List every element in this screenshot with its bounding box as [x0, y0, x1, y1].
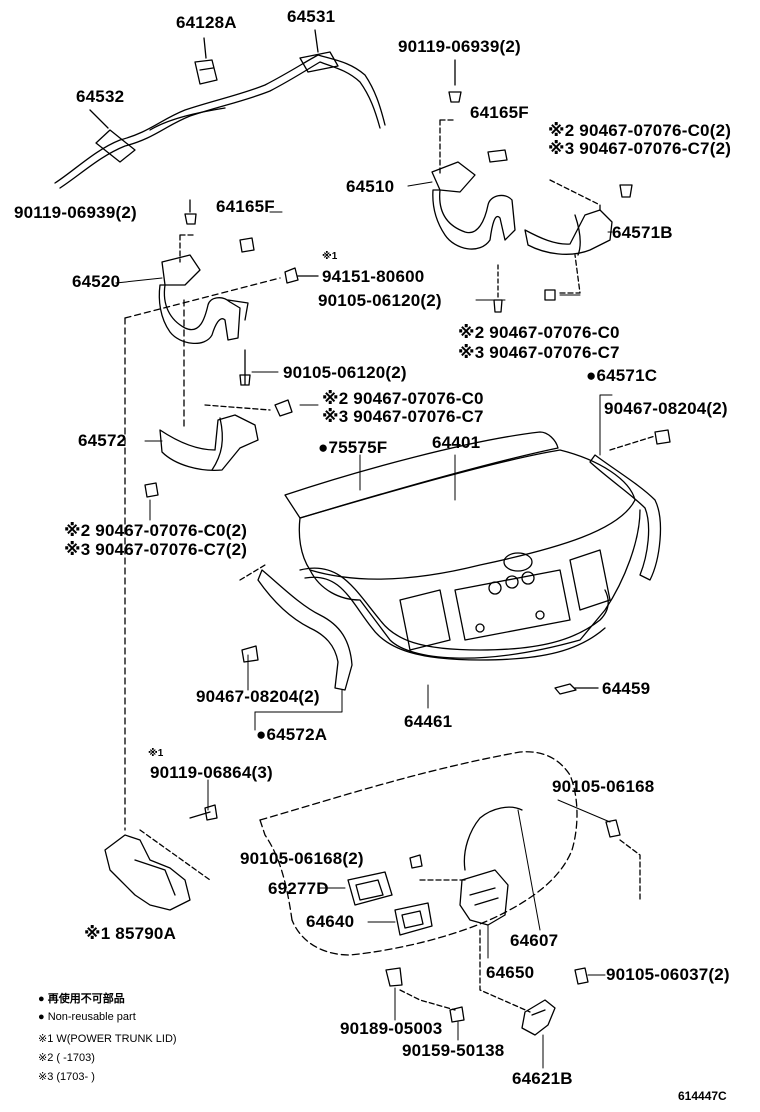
part-label-90105-06120-left: 90105-06120(2) — [283, 363, 407, 382]
leader-lines — [115, 181, 613, 1069]
part-label-64532: 64532 — [76, 87, 125, 106]
part-label-90105-06037: 90105-06037(2) — [606, 965, 730, 984]
clip-64459 — [554, 683, 577, 695]
trunk-lid-64401 — [284, 431, 641, 659]
part-label-64459: 64459 — [602, 679, 651, 698]
part-label-64572: 64572 — [78, 431, 127, 450]
bracket-64165f-top — [487, 149, 508, 163]
part-label-90467-c0-lower-left: ※2 90467-07076-C0(2) — [64, 521, 248, 540]
support-64571b — [524, 179, 633, 301]
clip-90467-08204-left — [241, 645, 259, 663]
legend-note-3: ※3 (1703- ) — [38, 1071, 95, 1083]
note-mark-1-a: ※1 — [322, 251, 338, 262]
bolt-90105-06168-left — [409, 854, 423, 869]
actuator-85790a — [104, 804, 218, 911]
lock-64650 — [459, 806, 523, 926]
part-label-90467-c7-mid-left: ※3 90467-07076-C7 — [322, 407, 484, 426]
striker-64621b — [521, 999, 556, 1036]
part-label-64640: 64640 — [306, 912, 355, 931]
legend-nonreusable-en: ● Non-reusable part — [38, 1011, 136, 1023]
clip-90159 — [449, 1006, 465, 1023]
figure-id: 614447C — [678, 1089, 727, 1103]
part-label-64572a: ●64572A — [256, 725, 328, 744]
part-label-75575f: ●75575F — [318, 438, 388, 457]
part-label-90467-08204-right: 90467-08204(2) — [604, 399, 728, 418]
part-label-64510: 64510 — [346, 177, 395, 196]
part-label-64607: 64607 — [510, 931, 559, 950]
part-label-90159-50138: 90159-50138 — [402, 1041, 505, 1060]
part-label-90105-06120-mid: 90105-06120(2) — [318, 291, 442, 310]
part-label-90105-06168-left: 90105-06168(2) — [240, 849, 364, 868]
leader — [89, 109, 109, 129]
part-label-90119-06864: 90119-06864(3) — [150, 763, 273, 782]
part-label-64461: 64461 — [404, 712, 453, 731]
part-label-64165f-top: 64165F — [470, 103, 529, 122]
cable-64532 — [54, 51, 386, 189]
part-label-69277d: 69277D — [268, 879, 329, 898]
part-label-64401: 64401 — [432, 433, 481, 452]
part-label-90189-05003: 90189-05003 — [340, 1019, 443, 1038]
clip-64128a — [194, 59, 218, 85]
part-label-90467-c7-top-right: ※3 90467-07076-C7(2) — [548, 139, 732, 158]
part-label-90467-08204-left: 90467-08204(2) — [196, 687, 320, 706]
part-label-64571c: ●64571C — [586, 366, 658, 385]
clip-94151 — [284, 267, 299, 284]
part-label-64621b: 64621B — [512, 1069, 573, 1088]
legend-note-2: ※2 ( -1703) — [38, 1052, 95, 1064]
handle-69277d — [347, 871, 393, 906]
weatherstrip-64461 — [299, 567, 609, 661]
hinge-64510 — [431, 59, 516, 250]
part-label-90467-c7-lower-left: ※3 90467-07076-C7(2) — [64, 540, 248, 559]
bolt-90105-06037 — [574, 967, 589, 985]
seal-64571c — [589, 429, 671, 581]
part-label-94151-80600: 94151-80600 — [322, 267, 425, 286]
part-label-64571b: 64571B — [612, 223, 673, 242]
support-64572 — [144, 399, 293, 498]
switch-64640 — [394, 902, 433, 936]
part-label-64520: 64520 — [72, 272, 121, 291]
hinge-64520 — [158, 199, 255, 386]
part-label-64165f-left: 64165F — [216, 197, 275, 216]
part-label-90119-06939-top: 90119-06939(2) — [398, 37, 521, 56]
part-label-64650: 64650 — [486, 963, 535, 982]
part-label-90105-06168-right: 90105-06168 — [552, 777, 655, 796]
note-mark-1-b: ※1 — [148, 748, 164, 759]
part-label-64531: 64531 — [287, 7, 336, 26]
seal-64572a — [239, 564, 353, 691]
part-label-90467-c0-mid-left: ※2 90467-07076-C0 — [322, 389, 484, 408]
part-label-64128a: 64128A — [176, 13, 237, 32]
clip-90189 — [385, 967, 403, 987]
bolt-90105-06168-right — [605, 819, 621, 838]
part-label-90119-06939-left: 90119-06939(2) — [14, 203, 137, 222]
trunk-lid-lower — [259, 751, 578, 956]
legend-nonreusable-jp: ● 再使用不可部品 — [38, 993, 125, 1005]
part-label-90467-c0-mid-right: ※2 90467-07076-C0 — [458, 323, 620, 342]
part-label-90467-c7-mid-right: ※3 90467-07076-C7 — [458, 343, 620, 362]
legend-note-1: ※1 W(POWER TRUNK LID) — [38, 1033, 177, 1045]
part-label-90467-c0-top-right: ※2 90467-07076-C0(2) — [548, 121, 732, 140]
part-label-85790a: ※1 85790A — [84, 924, 177, 943]
